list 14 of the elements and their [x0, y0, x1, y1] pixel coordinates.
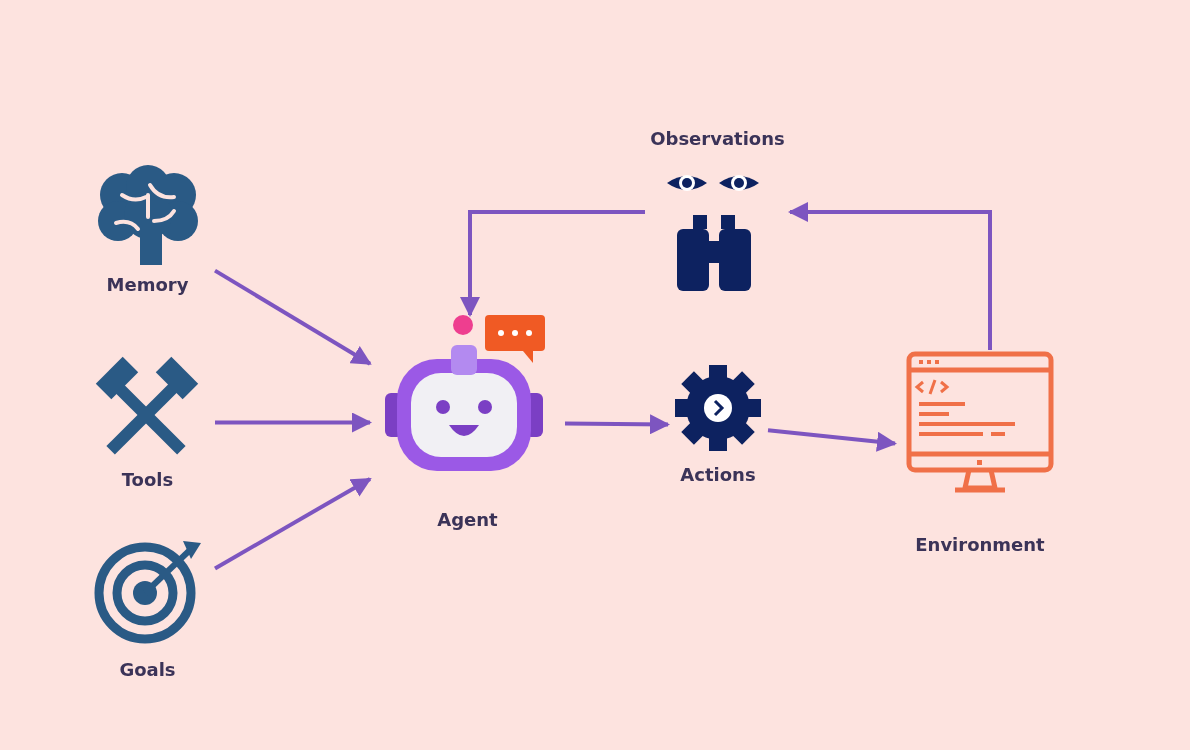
node-label: Goals: [119, 659, 176, 680]
arrow: [215, 412, 372, 433]
node-label: Environment: [915, 534, 1045, 555]
node-label: Observations: [650, 128, 785, 149]
arrow: [564, 414, 670, 435]
arrow: [213, 268, 372, 366]
node-label: Memory: [106, 274, 189, 295]
arrow: [788, 202, 992, 350]
arrow: [214, 477, 372, 571]
node-label: Tools: [121, 469, 174, 490]
node-label: Agent: [437, 509, 498, 530]
arrow: [460, 210, 645, 317]
arrow: [767, 428, 897, 452]
node-label: Actions: [680, 464, 756, 485]
